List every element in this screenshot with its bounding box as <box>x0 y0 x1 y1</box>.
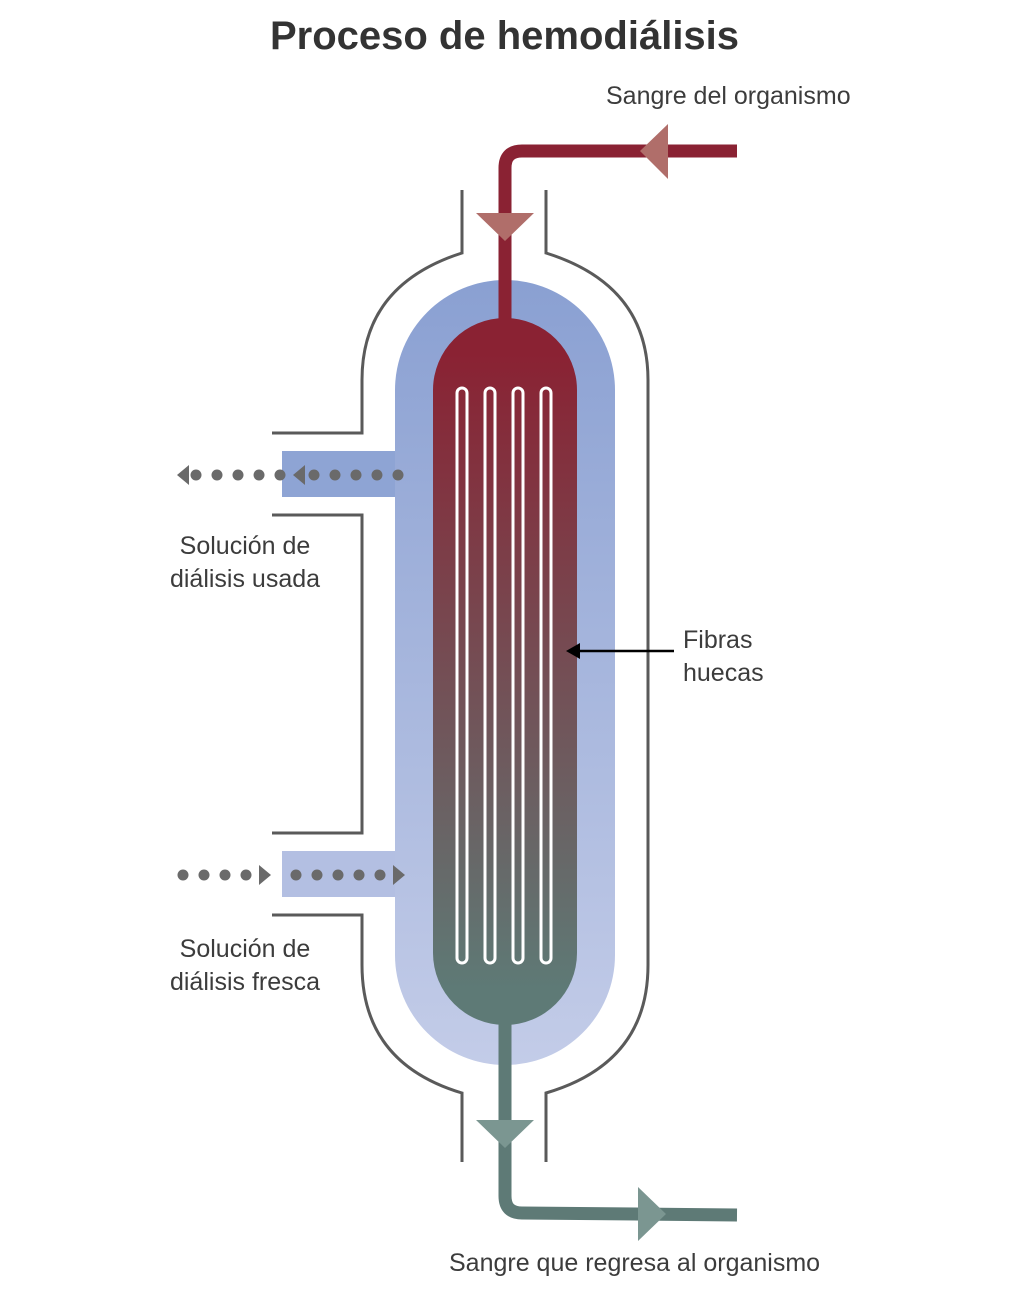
dialyzer-housing <box>272 190 650 1162</box>
blood-inlet-pipe <box>498 144 737 325</box>
blood-in-label: Sangre del organismo <box>606 82 851 110</box>
hollow-fiber <box>483 386 497 965</box>
fresh-solution-flow <box>177 865 405 885</box>
blood-down-arrow-outlet-icon <box>476 1120 534 1148</box>
blood-outflow-arrow-icon <box>638 1187 666 1241</box>
blood-down-arrow-icon <box>476 213 534 241</box>
blood-out-label: Sangre que regresa al organismo <box>449 1249 821 1277</box>
hollow-fibers <box>455 386 553 965</box>
fresh-solution-label: Solución de diálisis fresca <box>169 935 321 996</box>
left-arrow-icon <box>293 465 305 485</box>
fibers-label: Fibras huecas <box>683 626 764 687</box>
used-solution-label: Solución de diálisis usada <box>169 532 321 593</box>
used-solution-flow <box>177 465 404 485</box>
right-arrow-icon <box>393 865 405 885</box>
fibers-pointer-arrow-icon <box>566 643 580 659</box>
hollow-fiber <box>455 386 469 965</box>
hollow-fiber <box>511 386 525 965</box>
housing-left-outline <box>272 190 464 1162</box>
housing-right-outline <box>544 190 650 1162</box>
blood-outlet-pipe <box>498 1018 738 1222</box>
right-arrow-icon <box>259 865 271 885</box>
hollow-fiber <box>539 386 553 965</box>
blood-compartment <box>433 318 577 1025</box>
left-arrow-icon <box>177 465 189 485</box>
blood-inflow-arrow-icon <box>640 124 668 179</box>
diagram-title: Proceso de hemodiálisis <box>269 14 740 58</box>
